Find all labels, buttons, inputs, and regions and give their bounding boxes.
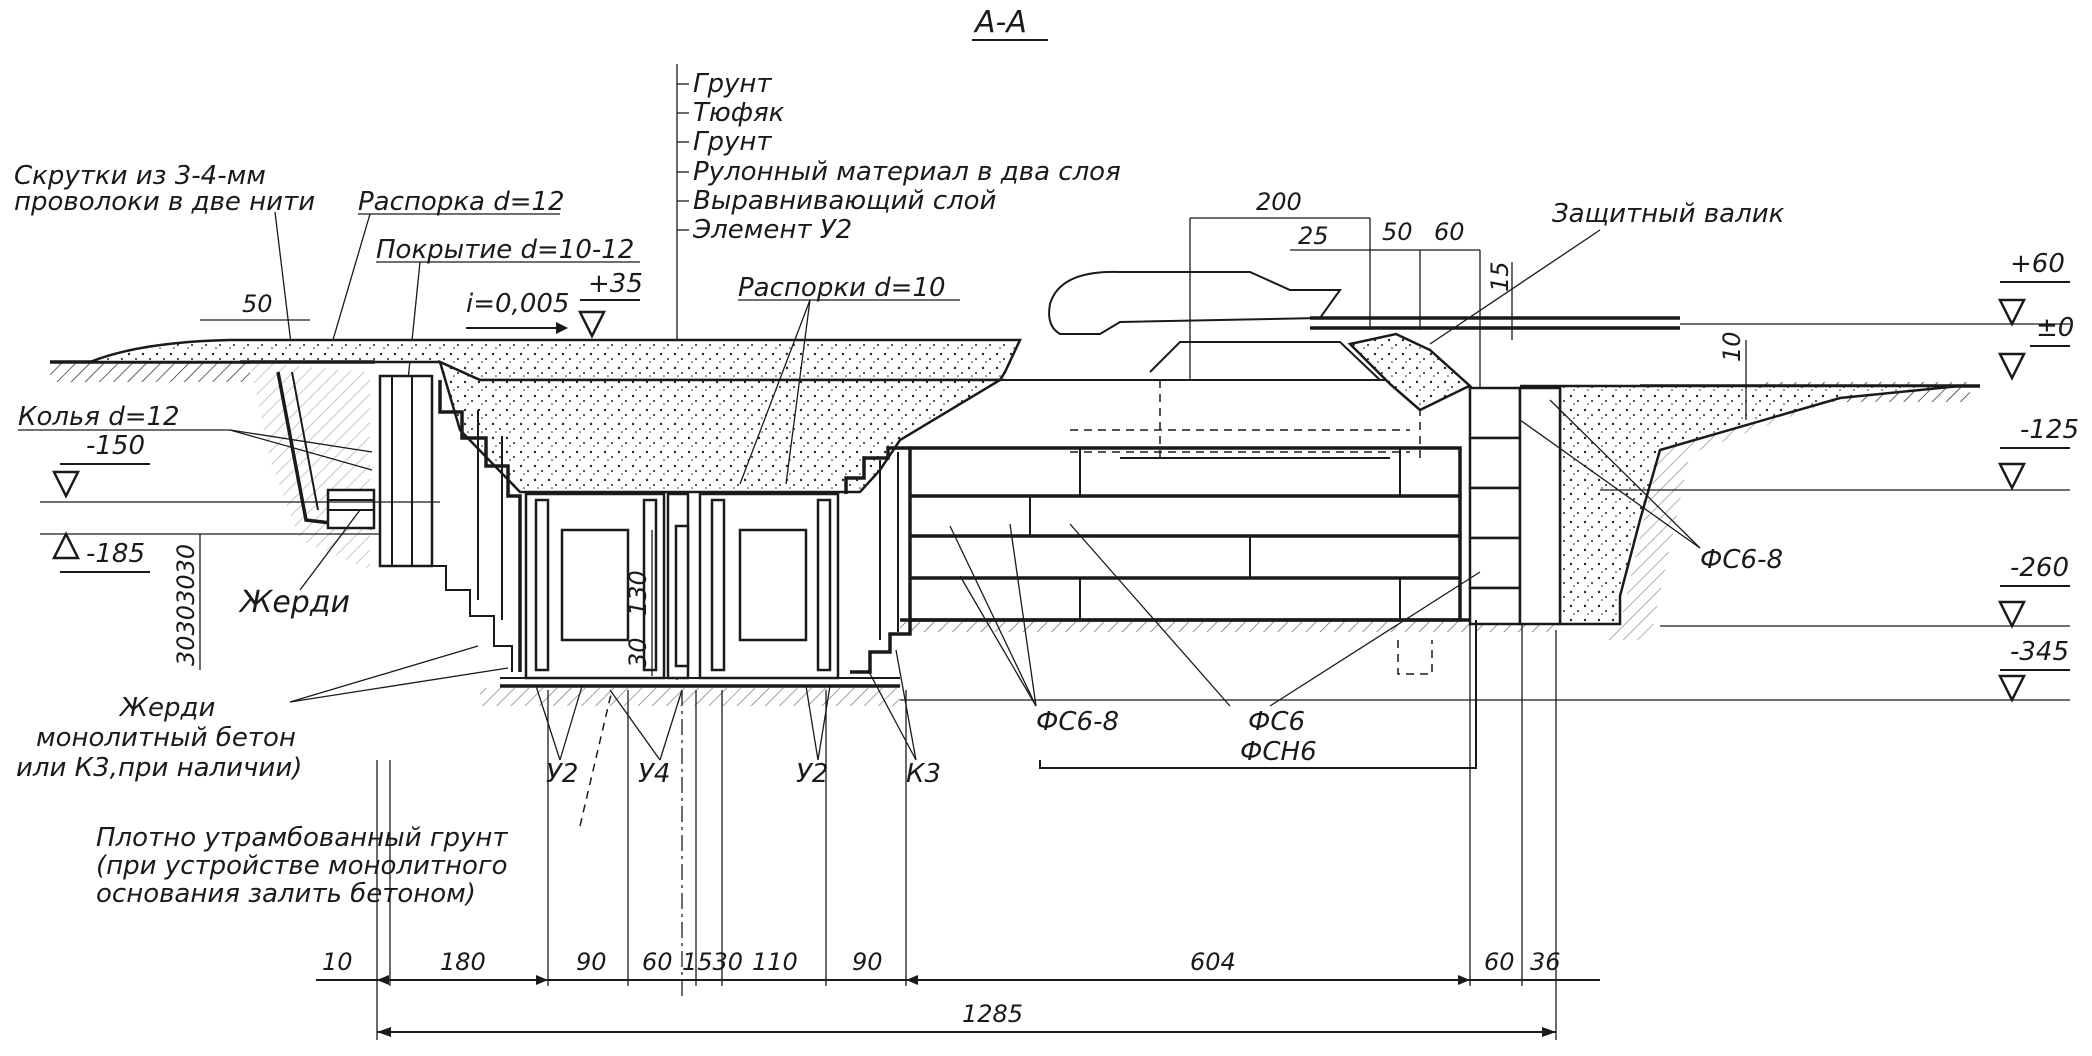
dim-30-stack: 30303030 xyxy=(172,544,200,666)
level-m260: -260 xyxy=(2010,553,2069,583)
level-plus35: +35 xyxy=(588,269,643,299)
dim-b36: 36 xyxy=(1530,948,1561,976)
level-plus60: +60 xyxy=(2010,249,2065,279)
protective-roller-label: Защитный валик xyxy=(1552,199,1785,229)
compacted-label-1: Плотно утрамбованный грунт xyxy=(96,823,508,853)
fs68-bottom-label: ФС6-8 xyxy=(1036,707,1119,737)
layer-list: Грунт Тюфяк Грунт Рулонный материал в дв… xyxy=(677,69,1121,245)
right-levels: +60 ±0 10 -125 -260 -345 xyxy=(900,249,2079,703)
stakes-label: Колья d=12 xyxy=(18,402,180,432)
dim-15: 15 xyxy=(1486,261,1514,292)
u2-element-left xyxy=(524,492,666,680)
dim-b90b: 90 xyxy=(852,948,883,976)
extension-lines xyxy=(376,624,1557,1040)
dim-total: 1285 xyxy=(962,1000,1023,1028)
dim-50-top: 50 xyxy=(1382,218,1413,246)
level-m185: -185 xyxy=(86,539,145,569)
layer-element-u2: Элемент У2 xyxy=(692,215,852,245)
dim-25: 25 xyxy=(1298,222,1329,250)
poles-label: Жерди xyxy=(238,585,350,620)
fs68-right-label: ФС6-8 xyxy=(1700,545,1783,575)
dim-130: 130 xyxy=(624,570,652,616)
layer-roll-material: Рулонный материал в два слоя xyxy=(693,157,1121,187)
level-zero: ±0 xyxy=(2036,313,2074,343)
u4-label: У4 xyxy=(638,759,670,789)
strut-12-label: Распорка d=12 xyxy=(358,187,565,217)
dim-10-right: 10 xyxy=(1718,331,1746,362)
layer-ground-2: Грунт xyxy=(693,127,772,157)
tank-outline xyxy=(880,270,1680,460)
dim-b110: 110 xyxy=(752,948,798,976)
dim-b604: 604 xyxy=(1190,948,1236,976)
right-fill xyxy=(1520,384,1961,626)
k3-label: К3 xyxy=(906,759,941,789)
dim-b180: 180 xyxy=(440,948,486,976)
monolith-label-1: монолитный бетон xyxy=(36,723,296,753)
layer-mattress: Тюфяк xyxy=(693,98,785,128)
dim-b1530: 1530 xyxy=(682,948,743,976)
monolith-label-2: или К3,при наличии) xyxy=(16,753,302,783)
dim-b10: 10 xyxy=(322,948,353,976)
slope-label: i=0,005 xyxy=(466,289,569,319)
level-m345: -345 xyxy=(2010,637,2069,667)
section-title: А-А xyxy=(973,5,1027,40)
cover-label: Покрытие d=10-12 xyxy=(376,235,634,265)
block-masonry xyxy=(900,446,1560,632)
level-m150: -150 xyxy=(86,431,145,461)
pit-floor xyxy=(480,677,900,706)
dim-30-vert: 30 xyxy=(624,637,652,668)
dim-b60r: 60 xyxy=(1484,948,1515,976)
fs68-blocks-right xyxy=(1468,386,1562,626)
dim-b60: 60 xyxy=(642,948,673,976)
twists-label-2: проволоки в две нити xyxy=(14,187,315,217)
compacted-label-3: основания залить бетоном) xyxy=(96,879,476,909)
protective-roller xyxy=(1347,332,1473,412)
u2-element-right xyxy=(698,492,840,680)
compacted-label-2: (при устройстве монолитного xyxy=(96,851,508,881)
dim-50-left: 50 xyxy=(242,290,273,318)
dim-60-top: 60 xyxy=(1434,218,1465,246)
layer-leveling: Выравнивающий слой xyxy=(693,186,996,216)
fs6-label: ФС6 xyxy=(1248,707,1305,737)
struts-10-label: Распорки d=10 xyxy=(738,273,946,303)
poles-label-2: Жерди xyxy=(118,693,215,723)
layer-ground-1: Грунт xyxy=(693,69,772,99)
ceiling-fill xyxy=(438,359,1005,494)
earth-cover xyxy=(89,338,1022,382)
level-m125: -125 xyxy=(2020,415,2079,445)
twists-label-1: Скрутки из 3-4-мм xyxy=(14,161,266,191)
left-trench xyxy=(240,360,434,570)
fsn6-label: ФСН6 xyxy=(1240,737,1317,767)
u2-left-label: У2 xyxy=(546,759,578,789)
dim-b90: 90 xyxy=(576,948,607,976)
dim-200: 200 xyxy=(1256,188,1302,216)
dimension-chain: 10 180 90 60 1530 110 90 604 60 36 1285 xyxy=(316,948,1600,1037)
stepped-wall-left xyxy=(438,380,522,672)
u2-right-label: У2 xyxy=(796,759,828,789)
